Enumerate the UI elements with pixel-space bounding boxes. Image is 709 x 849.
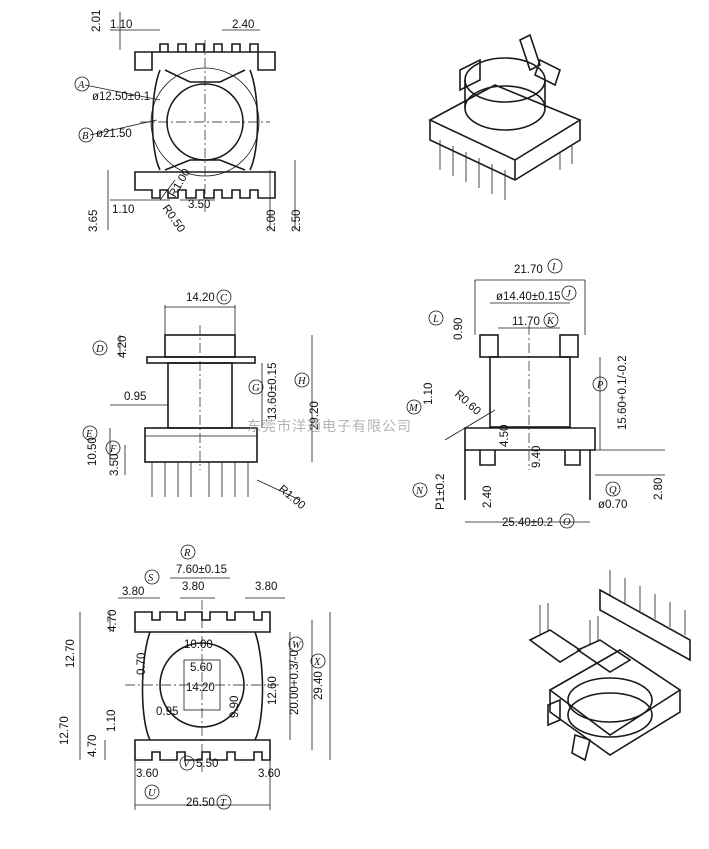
- dim-text: 29.40: [313, 671, 325, 700]
- dim-text: ø14.40±0.15: [496, 291, 561, 303]
- dim-text: 3.50: [188, 199, 210, 211]
- dim-text: R0.50: [160, 203, 187, 235]
- dim-text: 11.70: [512, 316, 540, 328]
- dim-text: 3.80: [182, 581, 204, 593]
- dim-text: 2.00: [266, 210, 278, 232]
- dim-text: 2.50: [291, 210, 303, 232]
- dim-text: 7.60±0.15: [176, 564, 227, 576]
- label-W: W: [292, 640, 302, 651]
- dim-text: 29.20: [309, 401, 321, 430]
- label-Q: Q: [609, 485, 617, 496]
- dim-text: R0.60: [452, 388, 483, 417]
- dim-text: ø21.50: [96, 128, 132, 140]
- dim-text: 5.60: [190, 662, 212, 674]
- dim-text: 26.50: [186, 797, 215, 809]
- dim-text: R1.00: [276, 483, 307, 512]
- label-V: V: [183, 759, 191, 770]
- dim-text: 12.70: [65, 639, 77, 668]
- dim-text: ø0.70: [598, 499, 627, 511]
- dim-text: 0.95: [156, 706, 178, 718]
- dim-text: 1.10: [106, 710, 118, 732]
- label-A: A: [77, 80, 85, 91]
- label-X: X: [313, 657, 321, 668]
- dim-text: 12.70: [59, 716, 71, 745]
- watermark: 东莞市洋通电子有限公司: [247, 418, 412, 435]
- label-P: P: [596, 380, 604, 391]
- dim-text: 14.20: [186, 292, 215, 304]
- dim-text: 2.80: [653, 478, 665, 500]
- label-T: T: [220, 798, 227, 809]
- label-H: H: [297, 376, 307, 387]
- dim-text: 4.50: [499, 425, 511, 447]
- dim-text: 1.10: [110, 19, 132, 31]
- dim-text: 9.40: [531, 446, 543, 468]
- dim-text: 4.70: [87, 735, 99, 757]
- dim-text: 9.90: [229, 696, 241, 718]
- label-L: L: [432, 314, 439, 325]
- isometric-view-top: [428, 33, 582, 200]
- dim-text: 4.20: [117, 336, 129, 358]
- dim-text: 1.10: [423, 383, 435, 405]
- dim-text: 2.40: [482, 486, 494, 508]
- label-O: O: [563, 517, 571, 528]
- label-M: M: [408, 403, 419, 414]
- dim-text: 12.60: [267, 676, 279, 705]
- dim-text: ø12.50±0.1: [92, 91, 150, 103]
- dim-text: 10.00: [184, 639, 213, 651]
- dim-text: 0.90: [453, 318, 465, 340]
- label-U: U: [148, 788, 157, 799]
- dim-text: 5.50: [196, 758, 218, 770]
- dim-text: 2.01: [91, 10, 103, 32]
- label-J: J: [566, 289, 572, 300]
- label-F: F: [109, 444, 117, 455]
- dim-text: 1.10: [112, 204, 134, 216]
- dim-text: 21.70: [514, 264, 543, 276]
- dim-text: 15.60+0.1/-0.2: [617, 356, 629, 431]
- label-D: D: [95, 344, 104, 355]
- dim-text: 13.60±0.15: [267, 363, 279, 420]
- dim-text: 10.50: [87, 437, 99, 466]
- label-E: E: [85, 429, 93, 440]
- label-S: S: [148, 573, 154, 584]
- label-B: B: [82, 131, 89, 142]
- top-view: 2.01 1.10 2.40 ø12.50±0.1 ø21.50 R1.00 R…: [74, 10, 303, 235]
- dim-text: 3.60: [136, 768, 158, 780]
- label-K: K: [546, 316, 555, 327]
- label-C: C: [220, 293, 228, 304]
- dim-text: 3.50: [109, 454, 121, 476]
- dim-text: 0.70: [136, 653, 148, 675]
- dim-text: 3.65: [88, 210, 100, 232]
- front-view: 14.20 C 4.20 D 0.95 13.60±0.15 G 29.20 H…: [82, 289, 321, 512]
- side-view: 21.70 I ø14.40±0.15 J 11.70 K L 0.90 M 1…: [406, 258, 665, 529]
- dim-text: 3.80: [255, 581, 277, 593]
- dim-text: 3.60: [258, 768, 280, 780]
- label-R: R: [183, 548, 191, 559]
- dim-text: 4.70: [107, 610, 119, 632]
- bottom-view: 7.60±0.15 R S 3.80 3.80 3.80 4.70 12.70 …: [59, 544, 331, 810]
- isometric-view-bottom: [528, 570, 691, 762]
- label-N: N: [415, 486, 424, 497]
- dim-text: 0.95: [124, 391, 146, 403]
- dim-text: P1±0.2: [435, 474, 447, 510]
- dim-text: 25.40±0.2: [502, 517, 553, 529]
- dim-text: 2.40: [232, 19, 254, 31]
- dim-text: 20.00+0.3/-0: [289, 650, 301, 715]
- dim-text: 3.80: [122, 586, 144, 598]
- dim-text: 14.20: [186, 682, 215, 694]
- label-G: G: [252, 383, 260, 394]
- label-I: I: [551, 262, 556, 273]
